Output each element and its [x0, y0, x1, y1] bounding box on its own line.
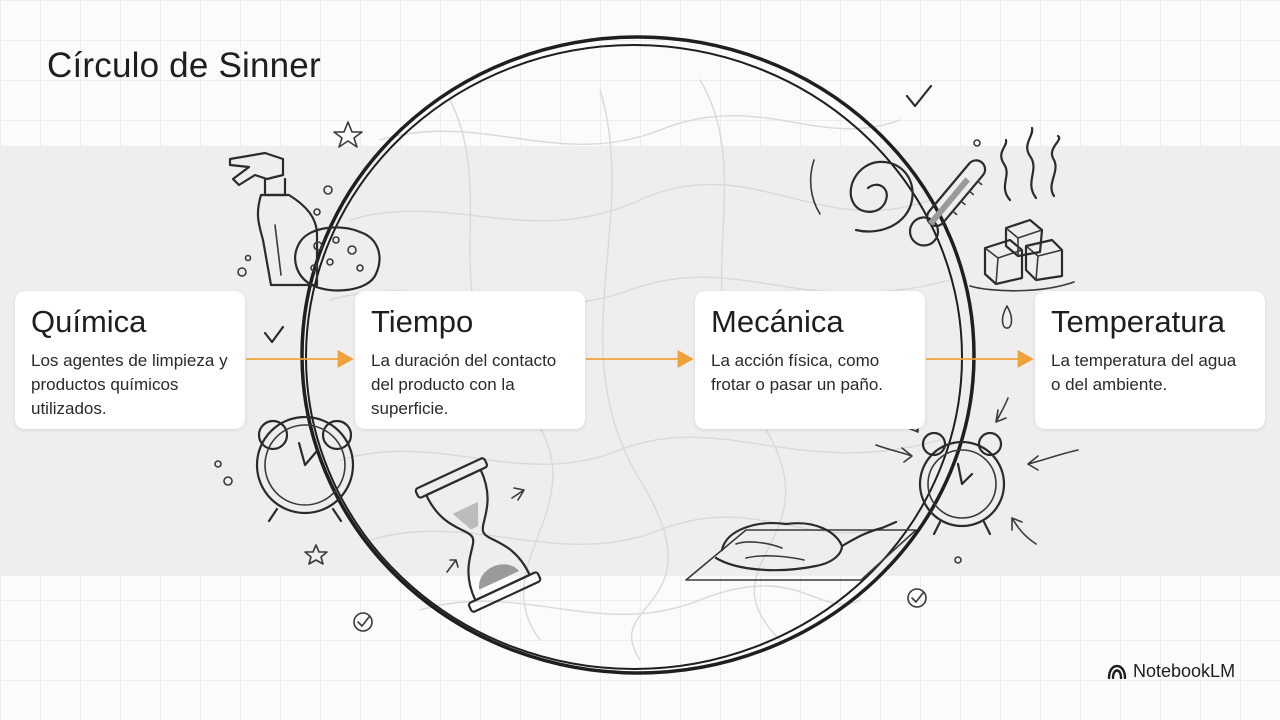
sinner-circle [300, 35, 976, 675]
hourglass-icon [414, 457, 542, 613]
bubbles-icon [237, 185, 333, 277]
page-title: Círculo de Sinner [47, 46, 321, 85]
checkmark-icon [905, 84, 933, 108]
factor-name: Tiempo [371, 304, 474, 339]
scribble-texture [329, 79, 951, 661]
cleaning-hand-icon [685, 520, 917, 581]
motion-arrow-icon [511, 487, 525, 501]
brand-name: NotebookLM [1133, 660, 1236, 681]
factor-card-mecanica: Mecánica La acción física, como frotar o… [695, 291, 925, 429]
star-icon [304, 544, 328, 565]
thermometer-icon [908, 159, 987, 247]
factor-card-temperatura: Temperatura La temperatura del agua o de… [1035, 291, 1265, 429]
alarm-clock-icon [918, 431, 1006, 536]
checkmark-icon [353, 612, 373, 632]
checkmark-icon [263, 325, 285, 344]
spray-bottle-icon [228, 151, 319, 287]
notebooklm-logo: NotebookLM [1107, 659, 1235, 683]
sponge-icon [294, 226, 381, 292]
factor-name: Temperatura [1051, 304, 1226, 339]
bubbles-icon [214, 460, 233, 486]
factor-description: La acción física, como frotar o pasar un… [711, 351, 884, 394]
steam-icon [1000, 126, 1061, 202]
factor-card-tiempo: Tiempo La duración del contacto del prod… [355, 291, 585, 429]
swirl-icon [809, 159, 914, 233]
factor-name: Química [31, 304, 147, 339]
factor-name: Mecánica [711, 304, 844, 339]
ice-cubes-icon [969, 218, 1075, 292]
checkmark-icon [907, 588, 927, 608]
factor-description: La duración del contacto del producto co… [371, 351, 557, 418]
droplet-icon [1001, 305, 1013, 329]
factor-description: La temperatura del agua o del ambiente. [1051, 351, 1237, 394]
factor-description: Los agentes de limpieza y productos quím… [31, 351, 228, 418]
bubbles-icon [954, 556, 962, 564]
alarm-clock-icon [255, 415, 355, 523]
bubbles-icon [973, 139, 981, 147]
motion-arrow-icon [446, 559, 459, 573]
notebooklm-icon [1107, 664, 1127, 679]
star-icon [333, 121, 363, 148]
motion-arrow-icon [875, 397, 1079, 545]
factor-card-quimica: Química Los agentes de limpieza y produc… [15, 291, 245, 429]
